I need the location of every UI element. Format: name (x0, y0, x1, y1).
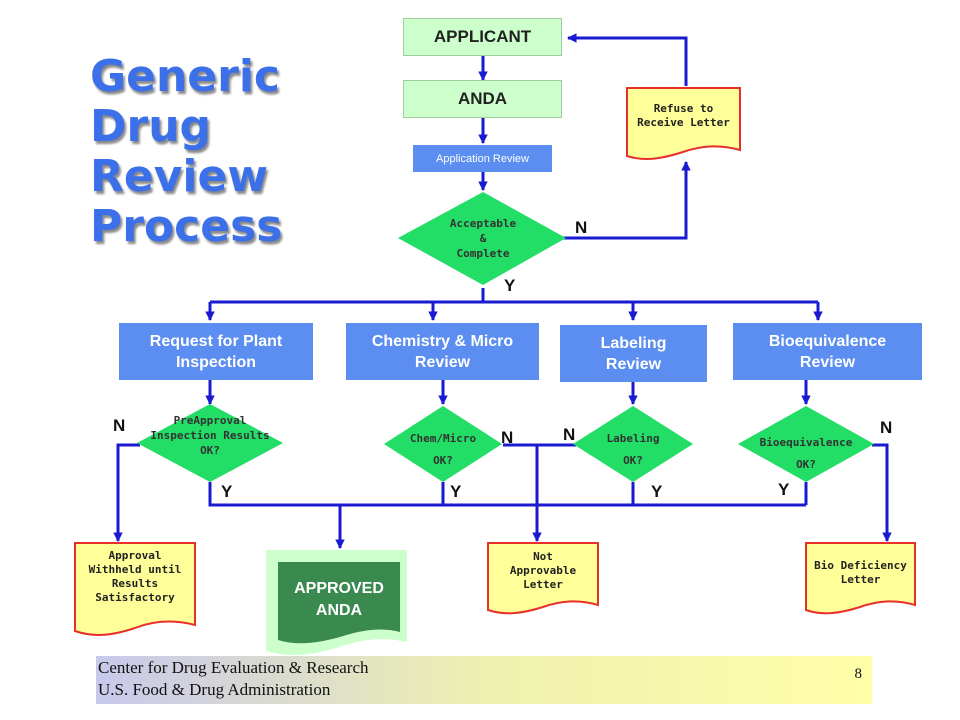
withheld-line-2: Withheld until (88, 563, 182, 576)
preapproval-line-3: OK? (200, 444, 220, 457)
refuse-line-1: Refuse to (653, 102, 714, 115)
bio-review-box: Bioequivalence Review (733, 323, 922, 380)
branch-yes-label: Y (450, 482, 462, 501)
plant-line-2: Inspection (175, 353, 256, 371)
title-line: Drug (90, 101, 212, 152)
plant-line-1: Request for Plant (149, 332, 283, 350)
labeling-line-2: Review (605, 355, 662, 373)
preapproval-diamond (137, 404, 283, 482)
chem-ok-line-1: Chem/Micro (409, 432, 477, 445)
arrow-refuse-to-applicant (567, 33, 688, 86)
acceptable-label: Acceptable & Complete (423, 216, 543, 261)
refuse-doc-shape (626, 87, 741, 160)
branch-yes-label: Y (504, 276, 516, 295)
title-line: Process (90, 201, 283, 252)
page-number: 8 (854, 666, 863, 682)
documents (74, 87, 916, 636)
acceptable-diamond (398, 192, 566, 285)
bio-line-2: Review (799, 353, 856, 371)
anda-box: ANDA (403, 80, 562, 118)
plant-inspection-box: Request for Plant Inspection (119, 323, 313, 380)
yes-connector-bar (208, 482, 808, 507)
approved-line-2: ANDA (315, 602, 363, 619)
bio-deficiency-doc: Bio Deficiency Letter (806, 559, 915, 587)
footer-line-1: Center for Drug Evaluation & Research (98, 658, 369, 677)
bio-ok-line-2: OK? (796, 458, 816, 471)
notapprovable-doc-shape (487, 542, 599, 615)
branch-yes-label: Y (651, 482, 663, 501)
labeling-ok-diamond (573, 406, 693, 482)
branch-yes-label: Y (221, 482, 233, 501)
arrow-no-to-withheld (113, 443, 140, 542)
bio-ok-line-1: Bioequivalence (759, 436, 853, 449)
branch-no-label: N (563, 425, 576, 444)
branch-no-label: N (575, 218, 588, 237)
chem-ok-label: Chem/Micro OK? (388, 428, 498, 472)
acceptable-line-3: Complete (456, 247, 510, 260)
approved-shape (266, 550, 407, 655)
diamonds (137, 192, 874, 482)
labeling-ok-line-1: Labeling (606, 432, 660, 445)
chem-line-1: Chemistry & Micro (371, 332, 514, 350)
labeling-line-1: Labeling (600, 334, 667, 352)
withheld-line-4: Satisfactory (95, 591, 175, 604)
approved-anda: APPROVED ANDA (278, 578, 400, 622)
chem-ok-diamond (384, 406, 502, 482)
biodeficiency-line-1: Bio Deficiency (814, 559, 907, 572)
bio-ok-diamond (738, 406, 874, 482)
labeling-ok-label: Labeling OK? (583, 428, 683, 472)
acceptable-line-1: Acceptable (449, 217, 517, 230)
bio-line-1: Bioequivalence (768, 332, 887, 350)
biodeficiency-doc-shape (805, 542, 916, 615)
acceptable-line-2: & (479, 232, 487, 245)
application-review-box: Application Review (413, 145, 552, 172)
arrow-no-to-biodeficiency (872, 443, 892, 542)
footer-line-2: U.S. Food & Drug Administration (98, 680, 331, 699)
arrow-no-to-notapprovable (503, 443, 576, 541)
refuse-letter: Refuse to Receive Letter (627, 102, 740, 130)
branch-no-label: N (113, 416, 126, 435)
title-line: Review (90, 151, 268, 202)
approved-line-1: APPROVED (294, 580, 384, 597)
branch-no-label: N (501, 428, 514, 447)
page-title: Generic Drug Review Process (90, 52, 410, 252)
notapprovable-line-1: Not (533, 550, 553, 563)
approval-withheld-doc: Approval Withheld until Results Satisfac… (75, 549, 195, 605)
withheld-line-1: Approval (108, 549, 162, 562)
preapproval-line-2: Inspection Results (150, 429, 270, 442)
notapprovable-line-2: Approvable (509, 564, 577, 577)
withheld-doc-shape (74, 542, 196, 636)
applicant-box: APPLICANT (403, 18, 562, 56)
bio-ok-label: Bioequivalence OK? (746, 432, 866, 476)
title-line: Generic (90, 51, 280, 102)
biodeficiency-line-2: Letter (840, 573, 881, 586)
chem-line-2: Review (414, 353, 471, 371)
chem-review-box: Chemistry & Micro Review (346, 323, 539, 380)
branch-yes-label: Y (778, 480, 790, 499)
refuse-line-2: Receive Letter (637, 116, 730, 129)
labeling-ok-line-2: OK? (623, 454, 643, 467)
chem-ok-line-2: OK? (433, 454, 453, 467)
approved-box (278, 562, 400, 644)
preapproval-label: PreApproval Inspection Results OK? (135, 413, 285, 458)
notapprovable-line-3: Letter (523, 578, 563, 591)
footer: Center for Drug Evaluation & Research U.… (96, 656, 872, 704)
arrow-no-to-refuse (563, 161, 691, 240)
withheld-line-3: Results (111, 577, 159, 590)
not-approvable-doc: Not Approvable Letter (488, 550, 598, 592)
labeling-review-box: Labeling Review (560, 325, 707, 382)
preapproval-line-1: PreApproval (173, 414, 247, 427)
branch-no-label: N (880, 418, 893, 437)
